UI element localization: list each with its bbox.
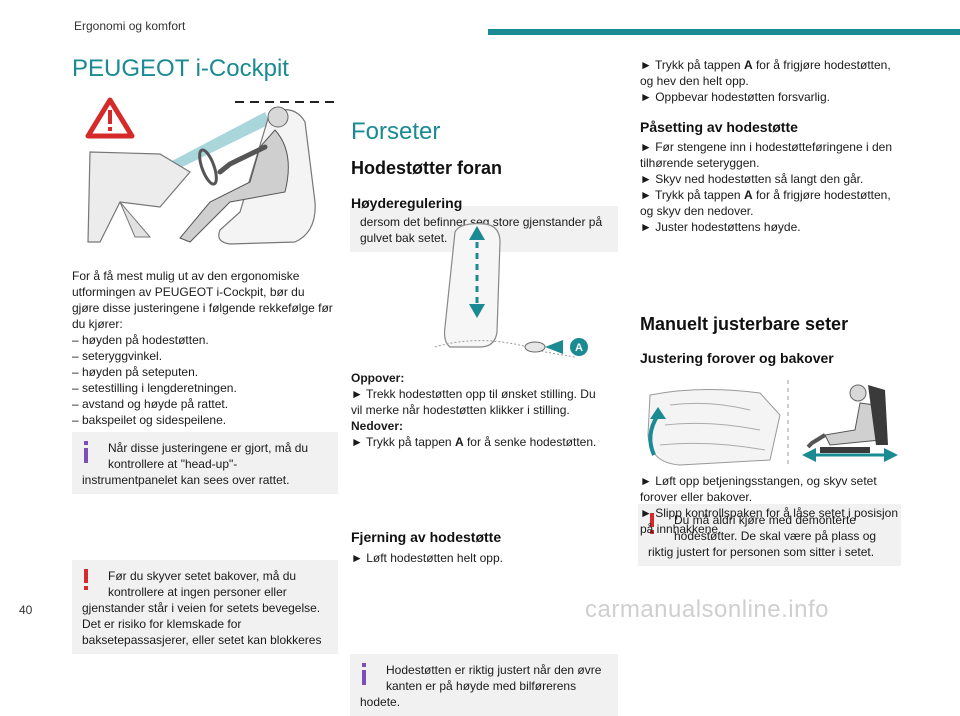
step-line: og hev den helt opp.: [640, 74, 749, 88]
subsection-manual-text: Manuelt justerbare seter: [640, 314, 849, 334]
page-number: 40: [19, 603, 33, 617]
up-text: vil merke når hodestøtten klikker i stil…: [351, 403, 570, 417]
warning-icon: [84, 569, 88, 590]
step-line: ► Juster hodestøttens høyde.: [640, 220, 801, 234]
intro-line: gjøre disse justeringene i følgende rekk…: [72, 301, 333, 315]
seat-adjust-illustration: [647, 380, 898, 466]
warning-text: Det er risiko for klemskade for: [82, 617, 242, 631]
heading-adjust: Justering forover og bakover: [640, 350, 834, 366]
warning-text: baksetepassasjerer, eller setet kan blok…: [82, 633, 322, 647]
list-item: – setestilling i lengderetningen.: [72, 381, 237, 395]
info-box-headrest: Hodestøtten er riktig justert når den øv…: [350, 654, 618, 716]
info-text: kontrollere at "head-up"-: [108, 457, 238, 471]
warning-text: gjenstander står i veien for setets beve…: [82, 601, 321, 615]
heading-adjust-text: Justering forover og bakover: [640, 350, 834, 366]
info-text: hodete.: [360, 695, 401, 709]
warning-text: hodestøtter. De skal være på plass og: [674, 529, 877, 543]
section-title: Forseter: [351, 118, 440, 146]
adjust-steps: ► Løft opp betjeningsstangen, og skyv se…: [640, 473, 910, 537]
headrest-height-text: Oppover: ► Trekk hodestøtten opp til øns…: [351, 370, 621, 450]
fitting-steps: ► Før stengene inn i hodestøtteføringene…: [640, 139, 910, 235]
info-box-headup: Når disse justeringene er gjort, må du k…: [72, 432, 338, 494]
heading-removal-text: Fjerning av hodestøtte: [351, 529, 502, 545]
warning-box-headrest: Du må aldri kjøre med demonterte hodestø…: [638, 504, 901, 566]
intro-line: For å få mest mulig ut av den ergonomisk…: [72, 269, 300, 283]
page-title-text: PEUGEOT i-Cockpit: [72, 55, 289, 82]
warning-text: gulvet bak setet.: [360, 231, 448, 245]
header-accent-bar: [488, 29, 960, 35]
heading-height-text: Høyderegulering: [351, 195, 463, 211]
intro-line: du kjører:: [72, 317, 123, 331]
info-text: Når disse justeringene er gjort, må du: [108, 441, 309, 455]
intro-line: utformingen av PEUGEOT i-Cockpit, bør du: [72, 285, 305, 299]
label-a-marker: [570, 338, 588, 356]
step-line: ► Før stengene inn i hodestøtteføringene…: [640, 140, 893, 154]
info-icon: [362, 663, 366, 685]
step-line: ► Skyv ned hodestøtten så langt den går.: [640, 172, 864, 186]
removal-text: ► Løft hodestøtten helt opp.: [351, 550, 503, 566]
subsection-title: Hodestøtter foran: [351, 158, 502, 179]
subsection-manual: Manuelt justerbare seter: [640, 314, 848, 335]
up-label: Oppover:: [351, 371, 405, 385]
warning-icon: [650, 513, 654, 534]
step-line: tilhørende seteryggen.: [640, 156, 760, 170]
down-label: Nedover:: [351, 419, 404, 433]
cockpit-illustration: [85, 97, 335, 245]
warning-text: Du må aldri kjøre med demonterte: [674, 513, 857, 527]
warning-text: kontrollere at ingen personer eller: [108, 585, 287, 599]
up-text: ► Trekk hodestøtten opp til ønsket still…: [351, 387, 596, 401]
info-icon: [84, 441, 88, 463]
down-text: ► Trykk på tappen A for å senke hodestøt…: [351, 435, 597, 449]
list-item: – bakspeilet og sidespeilene.: [72, 413, 227, 427]
headrest-illustration: A: [434, 223, 588, 358]
step-line: ► Oppbevar hodestøtten forsvarlig.: [640, 90, 830, 104]
section-header: Ergonomi og komfort: [74, 19, 186, 33]
page-title: PEUGEOT i-Cockpit: [72, 55, 289, 83]
heading-fitting: Påsetting av hodestøtte: [640, 119, 798, 135]
step-line: ► Løft opp betjeningsstangen, og skyv se…: [640, 474, 877, 488]
heading-removal: Fjerning av hodestøtte: [351, 529, 501, 545]
warning-triangle-icon: [85, 97, 135, 139]
list-item: – seteryggvinkel.: [72, 349, 163, 363]
step-line: ► Trykk på tappen A for å frigjøre hodes…: [640, 188, 891, 202]
section-title-text: Forseter: [351, 118, 441, 145]
seat-rail-illustration: [647, 388, 781, 466]
info-text: Hodestøtten er riktig justert når den øv…: [386, 663, 602, 677]
step-line: ► Trykk på tappen A for å frigjøre hodes…: [640, 58, 891, 72]
removal-steps: ► Trykk på tappen A for å frigjøre hodes…: [640, 57, 910, 105]
warning-text: Før du skyver setet bakover, må du: [108, 569, 297, 583]
step-line: og skyv den nedover.: [640, 204, 754, 218]
warning-text: dersom det befinner seg store gjenstande…: [360, 215, 603, 229]
watermark: carmanualsonline.info: [585, 596, 829, 623]
seat-side-illustration: [802, 384, 898, 462]
list-item: – avstand og høyde på rattet.: [72, 397, 229, 411]
step-line: forover eller bakover.: [640, 490, 753, 504]
info-text: kanten er på høyde med bilførerens: [386, 679, 577, 693]
step-line: ► Slipp kontrollspaken for å låse setet …: [640, 506, 899, 520]
info-text: instrumentpanelet kan sees over rattet.: [82, 473, 290, 487]
step-line: på innhakkene.: [640, 522, 722, 536]
warning-text: riktig justert for personen som sitter i…: [648, 545, 875, 559]
list-item: – høyden på hodestøtten.: [72, 333, 209, 347]
heading-fitting-text: Påsetting av hodestøtte: [640, 119, 798, 135]
list-item: – høyden på seteputen.: [72, 365, 199, 379]
subsection-title-text: Hodestøtter foran: [351, 158, 503, 178]
removal-line: ► Løft hodestøtten helt opp.: [351, 551, 503, 565]
intro-paragraph: For å få mest mulig ut av den ergonomisk…: [72, 268, 344, 428]
label-a: A: [575, 342, 583, 354]
heading-height: Høyderegulering: [351, 195, 462, 211]
